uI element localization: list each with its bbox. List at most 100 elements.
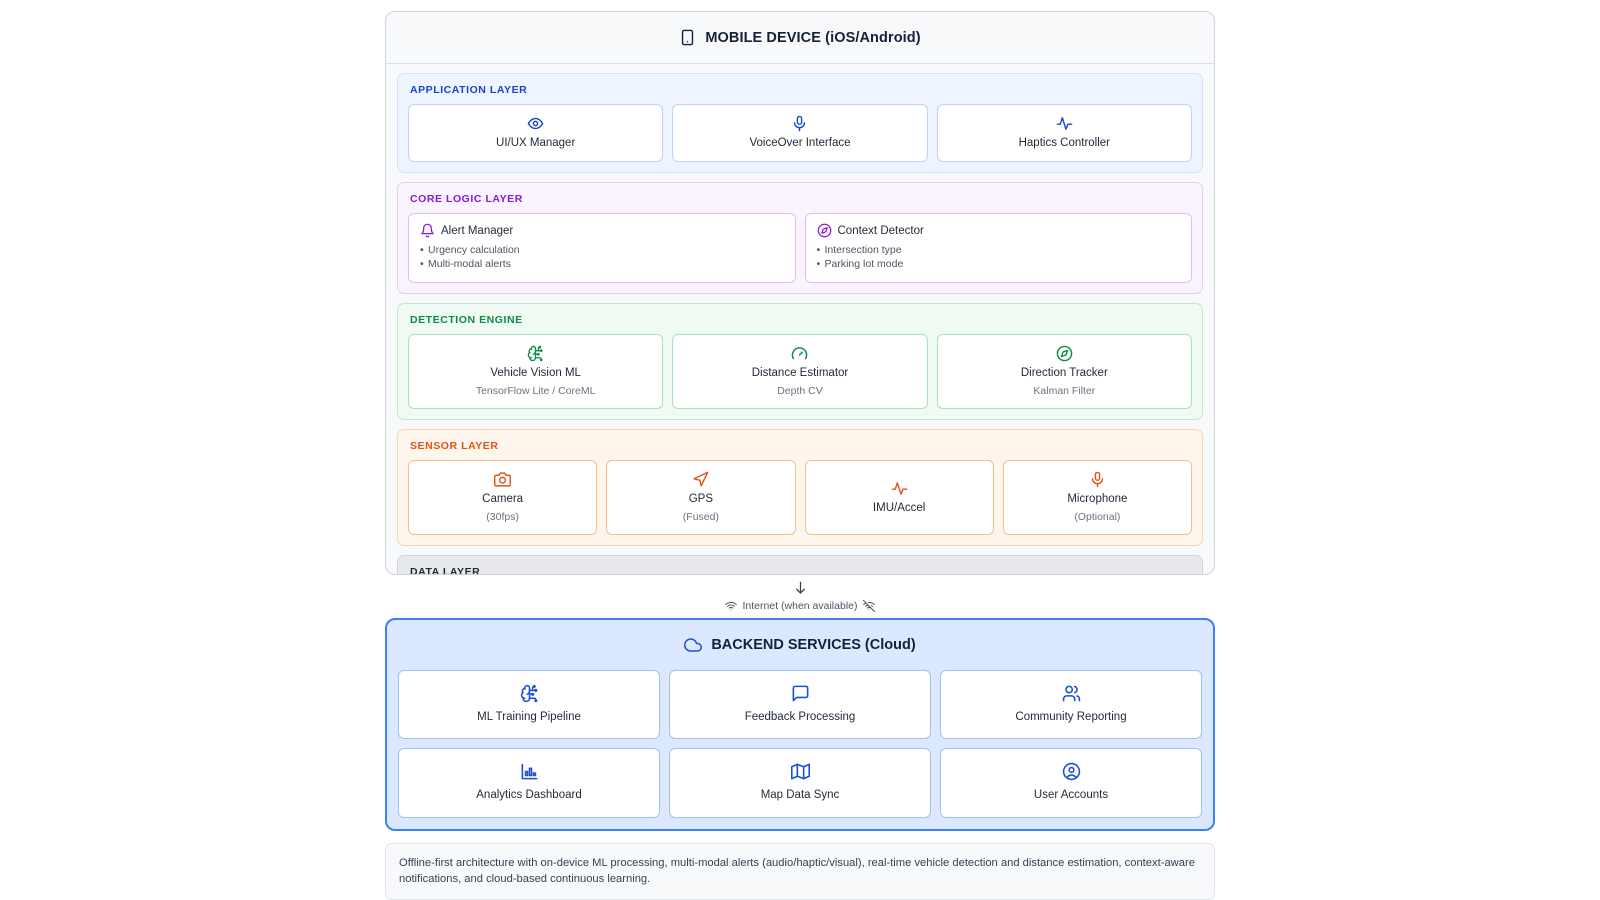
- card-label: Context Detector: [837, 224, 924, 237]
- card-label: UI/UX Manager: [496, 137, 576, 149]
- mobile-device-header: MOBILE DEVICE (iOS/Android): [386, 12, 1214, 64]
- eye-icon: [527, 115, 544, 132]
- card-analytics-dashboard[interactable]: Analytics Dashboard: [398, 748, 660, 818]
- list-item: Intersection type: [817, 244, 904, 258]
- card-label: VoiceOver Interface: [749, 137, 851, 149]
- card-ml-training-pipeline[interactable]: ML Training Pipeline: [398, 669, 660, 740]
- arrow-down-icon: [793, 579, 808, 597]
- layer-detection-engine: DETECTION ENGINE: [397, 303, 1203, 421]
- microphone-icon: [1089, 471, 1106, 488]
- card-label: Community Reporting: [1015, 710, 1127, 723]
- users-icon: [1062, 684, 1081, 703]
- layer-sensor: SENSOR LAYER Camera (30fps): [397, 429, 1203, 547]
- card-direction-tracker[interactable]: Direction Tracker Kalman Filter: [936, 334, 1192, 410]
- bell-icon: [420, 223, 435, 238]
- card-distance-estimator[interactable]: Distance Estimator Depth CV: [672, 334, 928, 410]
- card-label: Distance Estimator: [751, 367, 849, 380]
- card-header: Context Detector: [817, 223, 924, 238]
- activity-pulse-icon: [891, 480, 908, 497]
- layer-title-detection-engine: DETECTION ENGINE: [410, 314, 523, 327]
- backend-header: BACKEND SERVICES (Cloud): [398, 620, 1202, 670]
- navigation-icon: [692, 471, 709, 488]
- mobile-device-container: MOBILE DEVICE (iOS/Android) APPLICATION …: [385, 11, 1215, 575]
- layer-application: APPLICATION LAYER UI/UX Manager: [397, 73, 1203, 174]
- card-context-detector[interactable]: Context Detector Intersection type Parki…: [804, 213, 1192, 284]
- card-label: Map Data Sync: [760, 789, 840, 802]
- card-label: Camera: [482, 493, 524, 506]
- card-ui-ux-manager[interactable]: UI/UX Manager: [408, 104, 664, 163]
- card-imu-accel[interactable]: IMU/Accel: [804, 460, 994, 536]
- brain-circuit-icon: [520, 684, 539, 703]
- card-haptics-controller[interactable]: Haptics Controller: [936, 104, 1192, 163]
- footer-description: Offline-first architecture with on-devic…: [385, 842, 1215, 900]
- layer-title-core-logic: CORE LOGIC LAYER: [410, 193, 523, 206]
- gauge-icon: [791, 345, 808, 362]
- card-label: GPS: [688, 493, 714, 506]
- card-label: Feedback Processing: [744, 710, 856, 723]
- layer-title-sensor: SENSOR LAYER: [410, 440, 499, 453]
- compass-icon: [817, 223, 832, 238]
- list-item: Multi-modal alerts: [420, 258, 520, 272]
- layer-core-logic: CORE LOGIC LAYER Alert Manager Urgen: [397, 182, 1203, 295]
- card-sublabel: Depth CV: [777, 384, 823, 397]
- card-label: Analytics Dashboard: [476, 789, 582, 802]
- layer-title-data: DATA LAYER: [410, 566, 481, 575]
- card-label: IMU/Accel: [872, 501, 926, 514]
- card-label: ML Training Pipeline: [477, 710, 581, 723]
- footer-text: Offline-first architecture with on-devic…: [399, 856, 1195, 885]
- bar-chart-icon: [520, 762, 539, 781]
- connector-label-group: Internet (when available): [724, 599, 876, 612]
- connector-internet: Internet (when available): [385, 575, 1215, 612]
- core-logic-layer-cards: Alert Manager Urgency calculation Multi-…: [408, 213, 1192, 284]
- card-label: Microphone: [1067, 493, 1128, 506]
- backend-row-2: Analytics Dashboard Map Data Sync: [398, 748, 1202, 818]
- card-sublabel: (Optional): [1074, 510, 1121, 523]
- brain-circuit-icon: [527, 345, 544, 362]
- camera-icon: [494, 471, 512, 488]
- sensor-layer-cards: Camera (30fps) GPS (Fused): [408, 460, 1192, 536]
- application-layer-cards: UI/UX Manager VoiceOver Interface: [408, 104, 1192, 163]
- backend-services-container: BACKEND SERVICES (Cloud): [385, 617, 1215, 831]
- card-feedback-processing[interactable]: Feedback Processing: [669, 669, 931, 740]
- layer-title-application: APPLICATION LAYER: [410, 84, 528, 96]
- card-map-data-sync[interactable]: Map Data Sync: [669, 748, 931, 818]
- card-voiceover-interface[interactable]: VoiceOver Interface: [672, 104, 928, 163]
- connector-label: Internet (when available): [742, 599, 858, 612]
- backend-title: BACKEND SERVICES (Cloud): [711, 636, 916, 653]
- card-alert-manager[interactable]: Alert Manager Urgency calculation Multi-…: [408, 213, 796, 284]
- card-label: Alert Manager: [441, 224, 514, 237]
- user-circle-icon: [1062, 762, 1081, 781]
- card-sublabel: (30fps): [486, 510, 519, 523]
- cloud-icon: [684, 636, 703, 654]
- card-vehicle-vision-ml[interactable]: Vehicle Vision ML TensorFlow Lite / Core…: [408, 334, 664, 410]
- mobile-device-title: MOBILE DEVICE (iOS/Android): [705, 29, 921, 46]
- map-icon: [790, 762, 810, 781]
- list-item: Parking lot mode: [817, 258, 904, 272]
- microphone-icon: [791, 115, 808, 132]
- card-gps[interactable]: GPS (Fused): [606, 460, 796, 536]
- card-label: Haptics Controller: [1018, 137, 1111, 149]
- list-item: Urgency calculation: [420, 244, 520, 258]
- activity-pulse-icon: [1056, 115, 1073, 132]
- card-label: Direction Tracker: [1020, 367, 1108, 380]
- card-sublabel: TensorFlow Lite / CoreML: [475, 384, 596, 397]
- card-header: Alert Manager: [420, 223, 513, 238]
- smartphone-icon: [679, 29, 696, 46]
- card-label: User Accounts: [1033, 789, 1109, 802]
- card-bullet-list: Urgency calculation Multi-modal alerts: [420, 244, 520, 272]
- card-user-accounts[interactable]: User Accounts: [940, 748, 1202, 818]
- card-community-reporting[interactable]: Community Reporting: [940, 669, 1202, 740]
- card-sublabel: Kalman Filter: [1033, 384, 1096, 397]
- layer-data: DATA LAYER Local Storage: [397, 555, 1203, 575]
- card-label: Vehicle Vision ML: [490, 367, 581, 380]
- card-bullet-list: Intersection type Parking lot mode: [817, 244, 904, 272]
- backend-row-1: ML Training Pipeline Feedback Processing: [398, 669, 1202, 740]
- card-camera[interactable]: Camera (30fps): [408, 460, 598, 536]
- detection-engine-cards: Vehicle Vision ML TensorFlow Lite / Core…: [408, 334, 1192, 410]
- card-microphone[interactable]: Microphone (Optional): [1002, 460, 1192, 536]
- compass-icon: [1056, 345, 1073, 362]
- wifi-off-icon: [863, 599, 876, 612]
- wifi-icon: [724, 600, 737, 612]
- message-square-icon: [791, 684, 810, 703]
